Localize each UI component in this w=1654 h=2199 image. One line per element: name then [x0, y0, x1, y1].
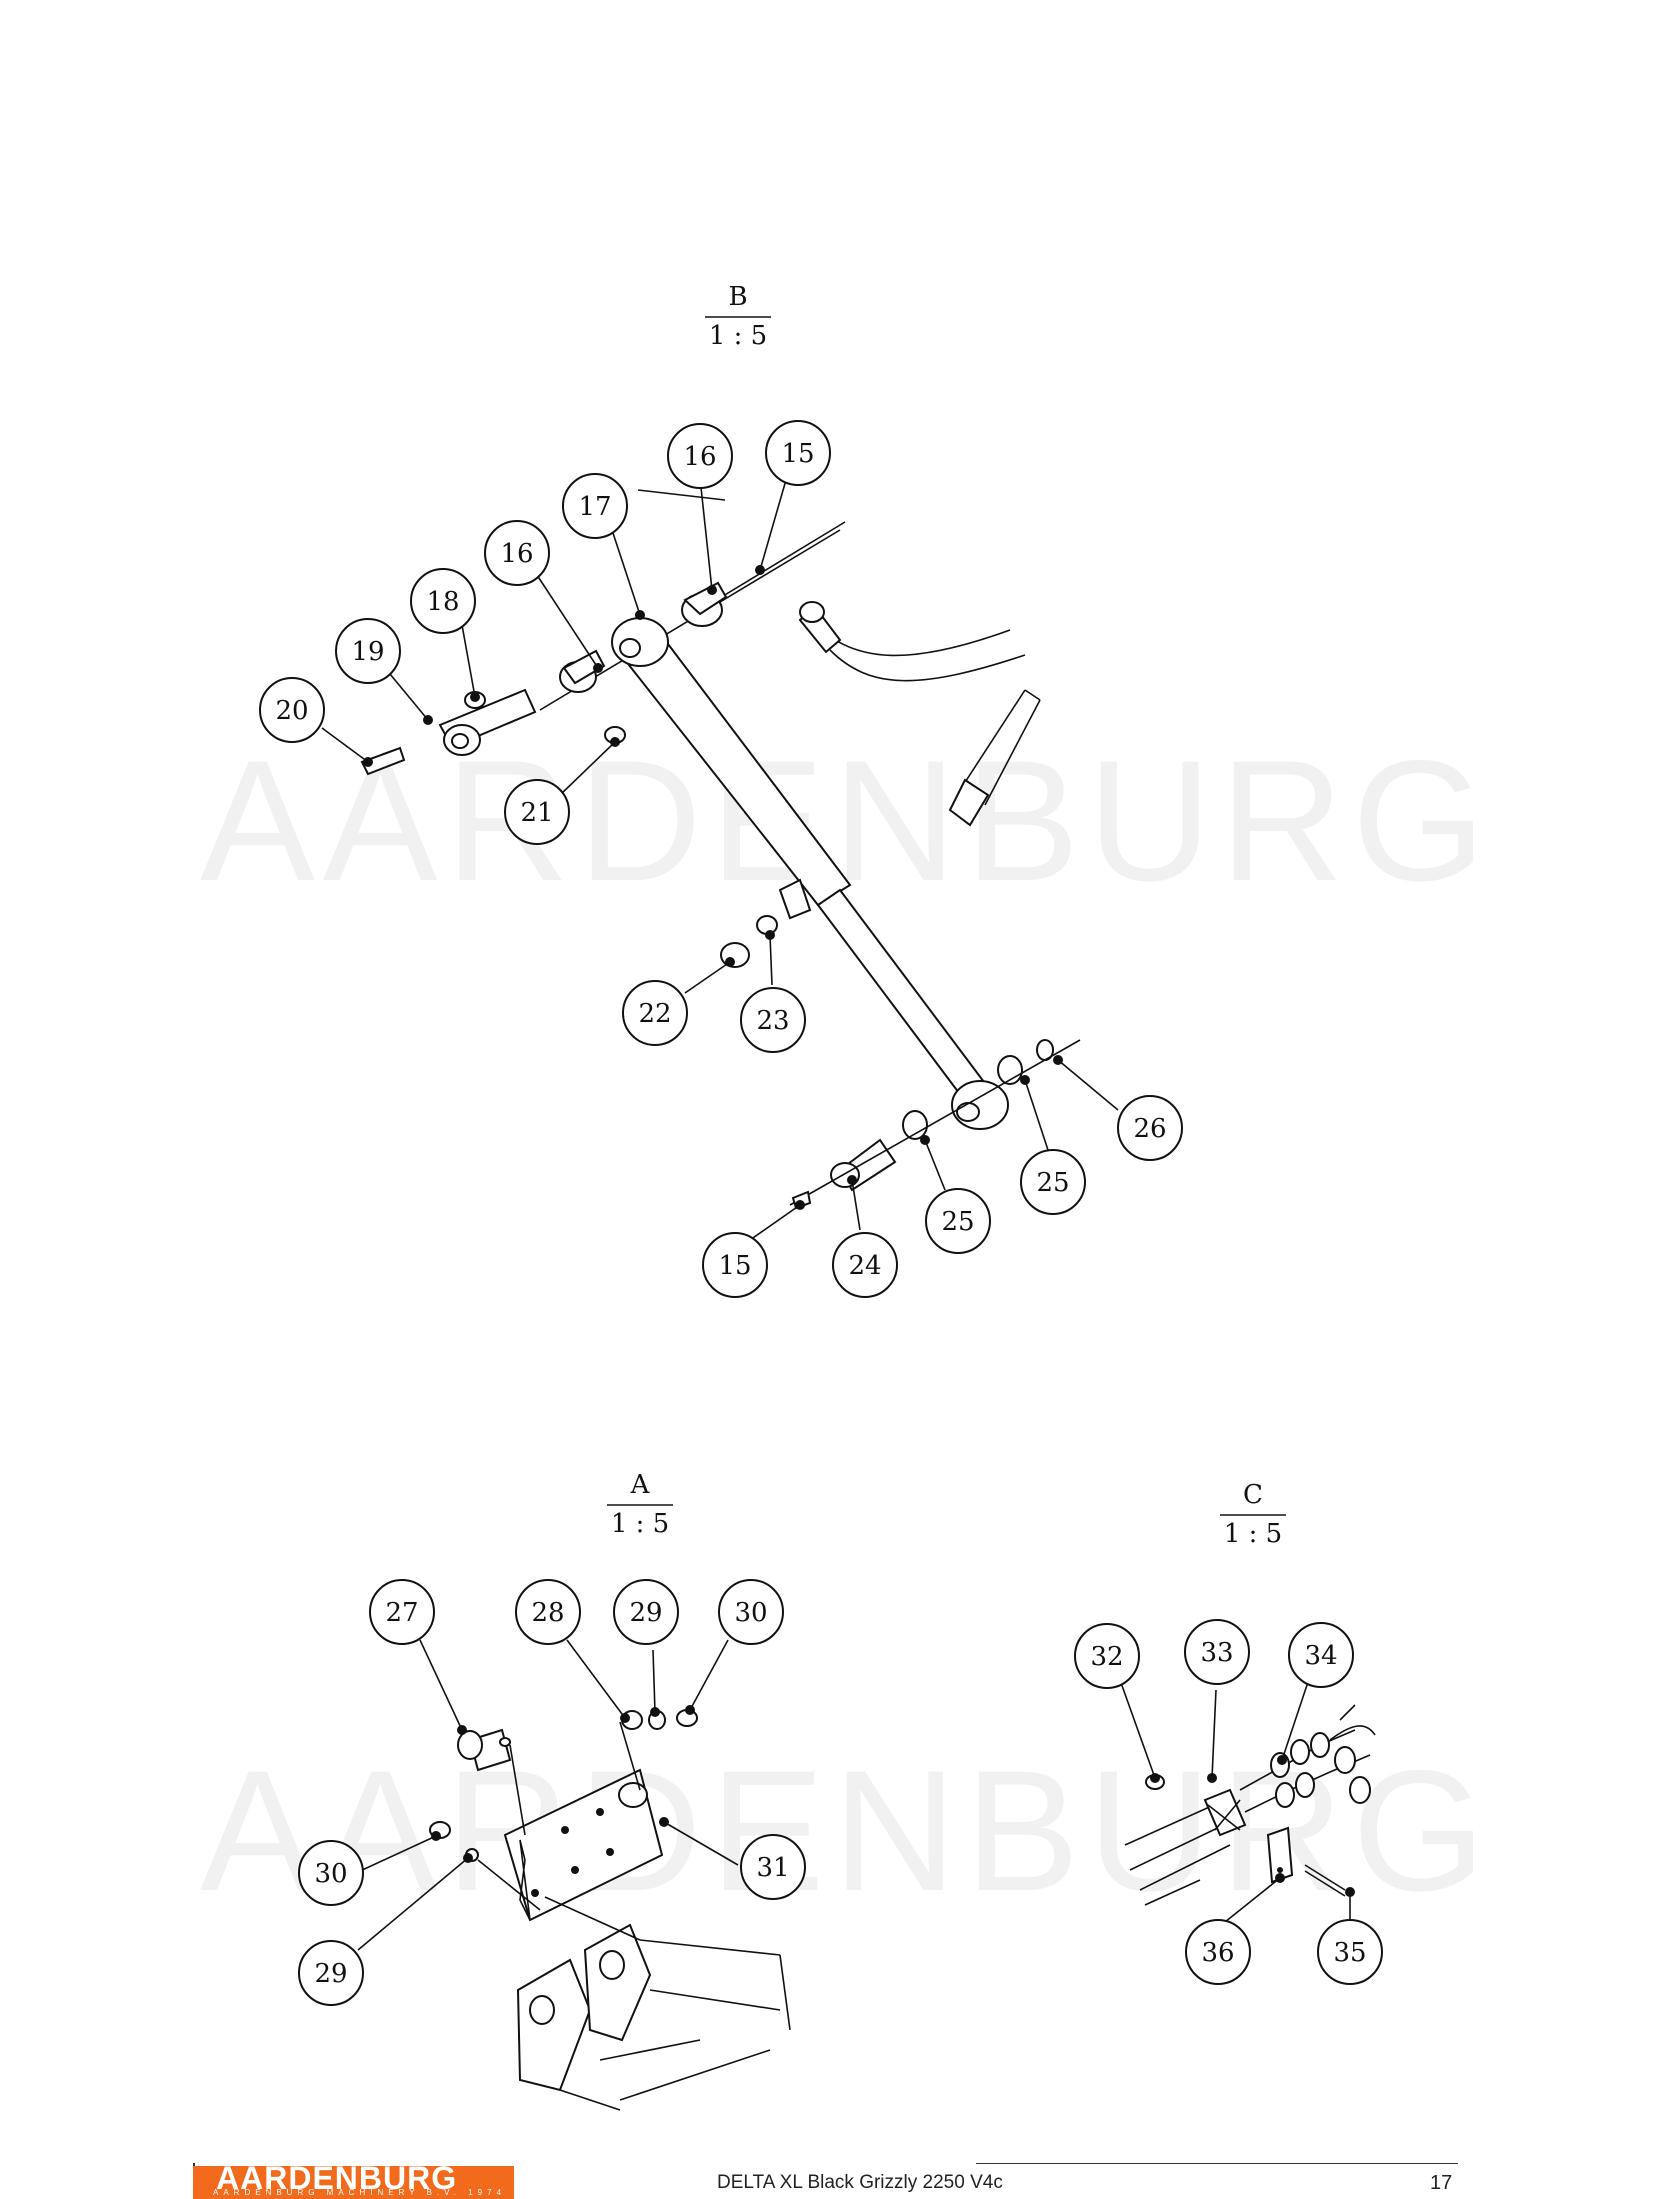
logo-subtext: AARDENBURG MACHINERY B.V. 1974	[213, 2188, 507, 2197]
page-number: 17	[1430, 2172, 1453, 2194]
callout-30a-label: 30	[734, 1598, 767, 1628]
callout-16a-label: 16	[683, 442, 716, 472]
callout-34: 34	[1288, 1622, 1354, 1688]
view-a-scale: 1 : 5	[611, 1509, 669, 1539]
footer-document-title: DELTA XL Black Grizzly 2250 V4c	[717, 2172, 1003, 2193]
view-b-cylinder-assembly	[360, 521, 1081, 1210]
view-c-scale: 1 : 5	[1224, 1519, 1282, 1549]
callout-16b: 16	[484, 520, 550, 586]
view-a-title: A 1 : 5	[607, 1470, 673, 1539]
callout-28-label: 28	[531, 1598, 564, 1628]
view-a-callouts: 27 28 29 30 31 30 29	[298, 1579, 806, 2006]
callout-29a-label: 29	[629, 1598, 662, 1628]
callout-17: 17	[562, 473, 628, 539]
callout-23-label: 23	[756, 1006, 789, 1036]
callout-30b: 30	[298, 1840, 364, 1906]
callout-26-label: 26	[1133, 1114, 1166, 1144]
logo-word: AARDENBURG	[216, 2160, 458, 2196]
callout-30a: 30	[718, 1579, 784, 1645]
callout-32-label: 32	[1090, 1642, 1123, 1672]
callout-29a: 29	[613, 1579, 679, 1645]
callout-18: 18	[410, 568, 476, 634]
view-a-letter: A	[630, 1470, 651, 1500]
callout-36: 36	[1185, 1919, 1251, 1985]
callout-21-label: 21	[520, 798, 553, 828]
callout-31-label: 31	[756, 1853, 789, 1883]
footer-rule	[976, 2163, 1458, 2164]
callout-35-label: 35	[1333, 1938, 1366, 1968]
callout-27: 27	[369, 1579, 435, 1645]
view-b-letter: B	[728, 282, 747, 312]
callout-22-label: 22	[638, 999, 671, 1029]
view-a-bracket-assembly	[429, 1709, 791, 2111]
callout-34-label: 34	[1304, 1641, 1337, 1671]
callout-25a-label: 25	[1036, 1168, 1069, 1198]
callout-25b: 25	[925, 1188, 991, 1254]
callout-26: 26	[1117, 1095, 1183, 1161]
view-c-title: C 1 : 5	[1220, 1480, 1286, 1549]
callout-17-label: 17	[578, 492, 611, 522]
callout-16a: 16	[667, 423, 733, 489]
callout-19: 19	[335, 618, 401, 684]
callout-24-label: 24	[848, 1251, 881, 1281]
callout-18-label: 18	[426, 587, 459, 617]
callout-15a: 15	[765, 420, 831, 486]
view-c-callouts: 32 33 34 36 35	[1074, 1619, 1383, 1985]
callout-20-label: 20	[275, 696, 308, 726]
callout-23: 23	[740, 987, 806, 1053]
callout-25a: 25	[1020, 1149, 1086, 1215]
callout-15b: 15	[702, 1232, 768, 1298]
callout-15a-label: 15	[781, 439, 814, 469]
callout-19-label: 19	[351, 637, 384, 667]
view-b-scale: 1 : 5	[709, 321, 767, 351]
callout-33: 33	[1184, 1619, 1250, 1685]
view-b-callouts: 16 15 17 16 18 19 20 21 22 23 26 25 25 1…	[259, 420, 1183, 1298]
aardenburg-logo: AARDENBURG AARDENBURG MACHINERY B.V. 197…	[193, 2160, 514, 2199]
view-b-title: B 1 : 5	[705, 282, 771, 351]
callout-22: 22	[622, 980, 688, 1046]
callout-16b-label: 16	[500, 539, 533, 569]
callout-30b-label: 30	[314, 1859, 347, 1889]
callout-36-label: 36	[1201, 1938, 1234, 1968]
callout-20: 20	[259, 677, 325, 743]
callout-35: 35	[1317, 1919, 1383, 1985]
callout-28: 28	[515, 1579, 581, 1645]
callout-25b-label: 25	[941, 1207, 974, 1237]
callout-27-label: 27	[385, 1598, 418, 1628]
callout-33-label: 33	[1200, 1638, 1233, 1668]
callout-29b: 29	[298, 1940, 364, 2006]
callout-15b-label: 15	[718, 1251, 751, 1281]
callout-31: 31	[740, 1834, 806, 1900]
view-c-letter: C	[1243, 1480, 1263, 1510]
callout-32: 32	[1074, 1623, 1140, 1689]
callout-24: 24	[832, 1232, 898, 1298]
callout-29b-label: 29	[314, 1959, 347, 1989]
callout-21: 21	[504, 779, 570, 845]
